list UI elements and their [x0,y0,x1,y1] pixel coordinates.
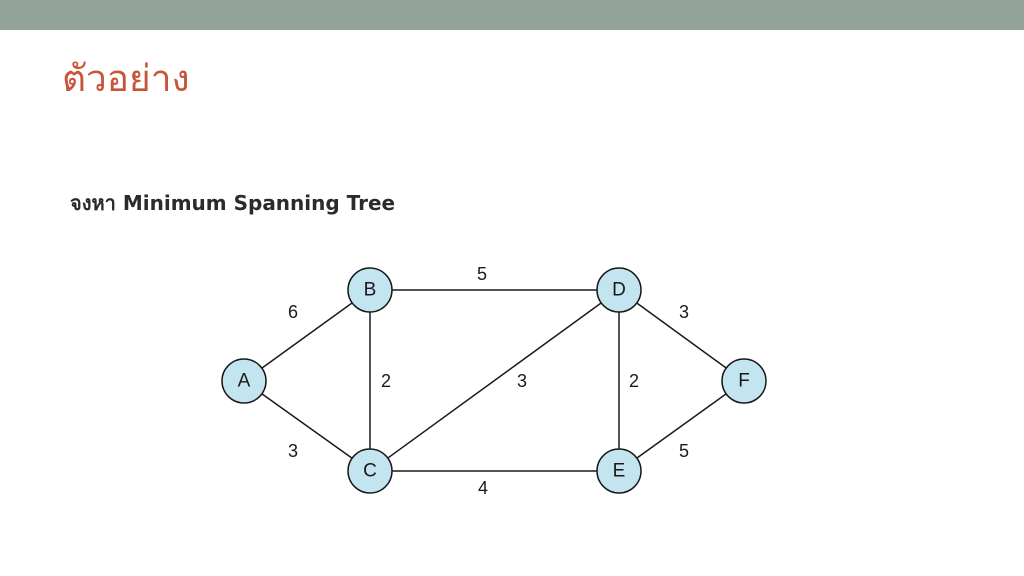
node-circle [221,358,267,404]
node-circle [596,267,642,313]
node-label: C [363,461,377,482]
slide-title: ตัวอย่าง [62,57,190,100]
edge-a-c [243,380,371,472]
edge-d-f [618,289,745,382]
edges [243,289,745,472]
edge-weight-d-e: 2 [629,371,639,391]
edge-weight-a-c: 3 [288,441,298,461]
node-f: F [721,358,767,404]
node-label: D [612,280,626,301]
edge-weight-d-f: 3 [679,302,689,322]
node-label: B [364,280,377,301]
node-circle [347,448,393,494]
edge-weight-c-e: 4 [478,478,488,498]
node-circle [721,358,767,404]
top-bar [0,0,1024,30]
edge-c-d [369,289,620,472]
node-label: F [738,371,750,392]
node-circle [347,267,393,313]
nodes: A B C D E F [221,267,767,494]
node-label: A [238,371,251,392]
node-circle [596,448,642,494]
edge-weight-a-b: 6 [288,302,298,322]
node-c: C [347,448,393,494]
edge-weight-b-c: 2 [381,371,391,391]
edge-weight-e-f: 5 [679,441,689,461]
node-a: A [221,358,267,404]
edge-weights: 6 3 2 5 3 4 2 3 5 [288,264,689,498]
edge-a-b [243,289,371,382]
prompt-text: จงหา Minimum Spanning Tree [70,191,396,215]
edge-weight-c-d: 3 [517,371,527,391]
node-b: B [347,267,393,313]
node-label: E [613,461,626,482]
node-e: E [596,448,642,494]
node-d: D [596,267,642,313]
edge-e-f [618,380,745,472]
edge-weight-b-d: 5 [477,264,487,284]
